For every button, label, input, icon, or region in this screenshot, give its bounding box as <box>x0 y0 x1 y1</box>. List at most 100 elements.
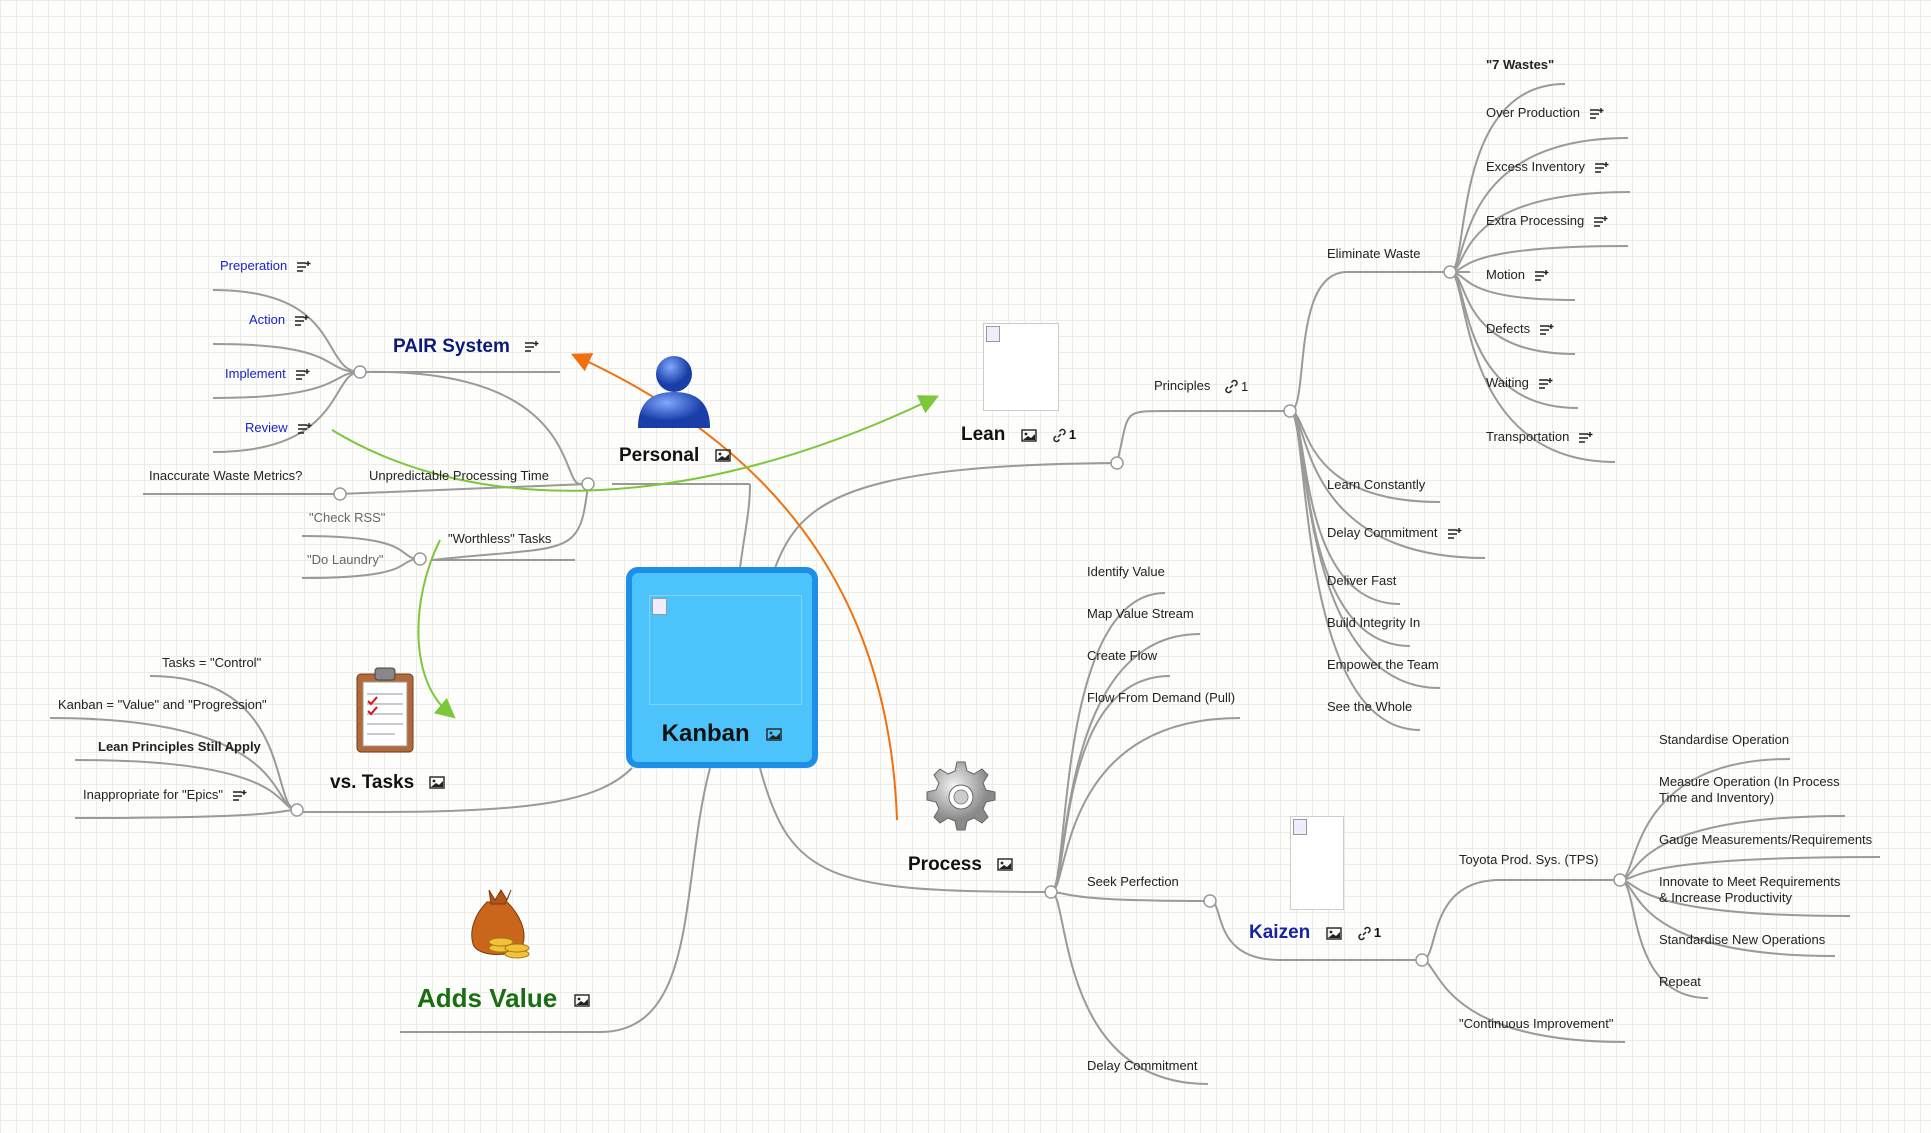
personal-label: Personal <box>619 445 700 466</box>
waste-item-label: Transportation <box>1486 429 1570 444</box>
broken-image-icon <box>1290 816 1344 910</box>
principle-item[interactable]: Deliver Fast <box>1327 573 1397 588</box>
link-count: 1 <box>1240 378 1249 394</box>
process-item[interactable]: Delay Commitment <box>1087 1058 1198 1073</box>
topic-worthless-tasks[interactable]: "Worthless" Tasks <box>448 531 552 546</box>
topic-continuous-improvement[interactable]: "Continuous Improvement" <box>1459 1016 1614 1031</box>
tasks-item[interactable]: Lean Principles Still Apply <box>98 739 261 754</box>
tps-item-line: Time and Inventory) <box>1659 790 1775 805</box>
notes-icon <box>525 340 539 352</box>
image-icon <box>1020 428 1037 442</box>
process-item[interactable]: Map Value Stream <box>1087 606 1194 621</box>
pair-item[interactable]: Action <box>249 312 309 328</box>
notes-icon <box>1595 161 1609 173</box>
waste-item-label: Waiting <box>1486 375 1529 390</box>
tasks-item[interactable]: Tasks = "Control" <box>162 655 262 670</box>
tps-item-line: Measure Operation (In Process <box>1659 774 1840 789</box>
principle-item[interactable]: Learn Constantly <box>1327 477 1426 492</box>
pair-item-label: Review <box>245 420 288 435</box>
principle-item[interactable]: Empower the Team <box>1327 657 1439 672</box>
link-count: 1 <box>1373 925 1382 940</box>
topic-eliminate-waste[interactable]: Eliminate Waste <box>1327 246 1421 261</box>
tps-item[interactable]: Innovate to Meet Requirements& Increase … <box>1659 874 1840 906</box>
pair-item-label: Action <box>249 312 286 327</box>
tasks-item[interactable]: Inappropriate for "Epics" <box>83 787 247 803</box>
topic-tps[interactable]: Toyota Prod. Sys. (TPS) <box>1459 852 1599 867</box>
waste-item[interactable]: Waiting <box>1486 375 1553 391</box>
waste-item[interactable]: "7 Wastes" <box>1486 57 1555 72</box>
topic-adds-value[interactable]: Adds Value <box>417 983 591 1013</box>
process-item[interactable]: Create Flow <box>1087 648 1158 663</box>
waste-item[interactable]: Excess Inventory <box>1486 159 1609 175</box>
broken-image-icon <box>983 323 1059 411</box>
pair-system-label: PAIR System <box>393 336 510 357</box>
tps-item[interactable]: Gauge Measurements/Requirements <box>1659 832 1873 847</box>
waste-item-label: Extra Processing <box>1486 213 1585 228</box>
tps-item[interactable]: Standardise Operation <box>1659 732 1790 747</box>
topic-lean[interactable]: Lean 1 <box>961 424 1076 446</box>
tasks-item-label: Inappropriate for "Epics" <box>83 787 224 802</box>
notes-icon <box>1594 215 1608 227</box>
tasks-item[interactable]: Kanban = "Value" and "Progression" <box>58 697 267 712</box>
pair-item[interactable]: Implement <box>225 366 310 382</box>
image-icon <box>574 993 591 1007</box>
central-topic[interactable]: Kanban <box>626 567 818 768</box>
tps-item[interactable]: Repeat <box>1659 974 1701 989</box>
tps-item[interactable]: Standardise New Operations <box>1659 932 1826 947</box>
vs-tasks-label: vs. Tasks <box>330 772 415 793</box>
image-icon <box>429 776 446 790</box>
topic-unpredictable[interactable]: Unpredictable Processing Time <box>369 468 549 483</box>
notes-icon <box>233 789 247 801</box>
notes-icon <box>1579 431 1593 443</box>
principle-item[interactable]: See the Whole <box>1327 699 1413 714</box>
waste-item-label: Defects <box>1486 321 1531 336</box>
notes-icon <box>1589 107 1604 119</box>
notes-icon <box>1447 527 1462 539</box>
process-item[interactable]: Seek Perfection <box>1087 874 1179 889</box>
waste-item-label: Over Production <box>1486 105 1580 120</box>
principle-item[interactable]: Delay Commitment <box>1327 525 1462 541</box>
topic-kaizen[interactable]: Kaizen 1 <box>1249 922 1381 944</box>
notes-icon <box>297 260 311 272</box>
topic-inaccurate[interactable]: Inaccurate Waste Metrics? <box>149 468 303 483</box>
topic-process[interactable]: Process <box>908 854 1013 876</box>
pair-item[interactable]: Preperation <box>220 258 311 274</box>
notes-icon <box>1538 377 1553 389</box>
notes-icon <box>297 422 312 434</box>
kaizen-label: Kaizen <box>1249 922 1311 944</box>
worthless-item[interactable]: "Check RSS" <box>309 510 386 525</box>
worthless-item[interactable]: "Do Laundry" <box>307 552 384 567</box>
pair-item-label: Implement <box>225 366 286 381</box>
waste-item[interactable]: Over Production <box>1486 105 1604 121</box>
pair-item-label: Preperation <box>220 258 288 273</box>
principles-label: Principles <box>1154 378 1211 393</box>
clipboard-icon <box>356 667 414 753</box>
link-icon <box>1053 428 1066 442</box>
process-label: Process <box>908 854 982 875</box>
notes-icon <box>1535 269 1549 281</box>
topic-personal[interactable]: Personal <box>619 445 731 467</box>
adds-value-label: Adds Value <box>417 983 558 1013</box>
waste-item[interactable]: Defects <box>1486 321 1554 337</box>
gear-icon <box>926 761 996 831</box>
waste-item[interactable]: Motion <box>1486 267 1549 283</box>
image-icon <box>766 728 783 741</box>
image-icon <box>714 449 731 463</box>
process-item[interactable]: Identify Value <box>1087 564 1165 579</box>
central-title: Kanban <box>661 720 750 747</box>
topic-principles[interactable]: Principles 1 <box>1154 378 1248 395</box>
topic-vs-tasks[interactable]: vs. Tasks <box>330 772 446 794</box>
link-count: 1 <box>1068 427 1077 442</box>
pair-item[interactable]: Review <box>245 420 312 436</box>
image-icon <box>997 858 1013 872</box>
topic-pair-system[interactable]: PAIR System <box>393 336 539 358</box>
notes-icon <box>1540 323 1554 335</box>
waste-item[interactable]: Extra Processing <box>1486 213 1608 229</box>
principle-item-label: Delay Commitment <box>1327 525 1438 540</box>
waste-item[interactable]: Transportation <box>1486 429 1593 445</box>
principle-item[interactable]: Build Integrity In <box>1327 615 1421 630</box>
waste-item-label: Excess Inventory <box>1486 159 1585 174</box>
process-item[interactable]: Flow From Demand (Pull) <box>1087 690 1236 705</box>
